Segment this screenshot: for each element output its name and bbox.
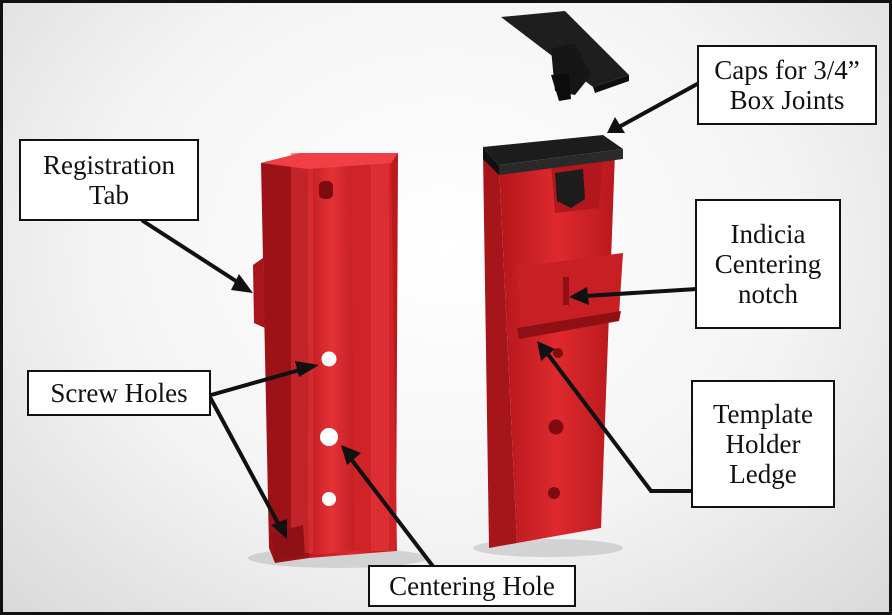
left-top-slot (319, 181, 333, 199)
right-hole-1 (553, 348, 563, 358)
indicia-notch (563, 277, 569, 305)
template-ledge-label-line3: Ledge (729, 459, 797, 489)
arrow-heads (231, 117, 625, 539)
floating-cap (501, 11, 629, 101)
left-jig-part (253, 153, 398, 563)
arrowhead-caps (607, 117, 625, 133)
registration-tab-label-line2: Tab (88, 180, 130, 210)
callout-template-ledge: Template Holder Ledge (691, 380, 835, 508)
callout-centering-hole: Centering Hole (368, 565, 576, 607)
installed-cap-clip (555, 169, 585, 208)
left-part-top-edge (261, 153, 398, 169)
arrow-centering-hole (349, 457, 437, 571)
arrowhead-screw-hole-lower (271, 519, 287, 539)
right-part-side (483, 153, 517, 548)
right-jig-part (483, 135, 623, 548)
callout-registration-tab: Registration Tab (19, 139, 199, 221)
left-bottom-notch (271, 525, 305, 561)
left-part-rail-highlight-right (371, 153, 389, 551)
callout-caps: Caps for 3/4” Box Joints (697, 45, 877, 125)
centering-hole-label: Centering Hole (389, 571, 555, 601)
template-ledge-label-line2: Holder (725, 429, 801, 459)
installed-cap-side (483, 147, 499, 175)
arrowhead-centering-hole (341, 445, 361, 465)
screw-hole-upper (321, 351, 337, 367)
screw-hole-lower (322, 492, 336, 506)
left-part-right-rail (351, 155, 397, 551)
floating-cap-clip-tab (551, 73, 571, 101)
indicia-label-line2: Centering (714, 249, 822, 279)
indicia-label-line1: Indicia (730, 219, 806, 249)
left-part-rail-highlight (291, 153, 313, 553)
template-ledge-shadow (517, 311, 621, 339)
right-part-front (499, 153, 615, 543)
template-ledge-label-line1: Template (712, 399, 814, 429)
centering-hole (320, 428, 338, 446)
arrowhead-registration-tab (231, 274, 253, 293)
caps-label-line1: Caps for 3/4” (714, 55, 860, 85)
callout-screw-holes: Screw Holes (27, 370, 211, 416)
installed-cap-front (499, 149, 623, 175)
right-hole-3 (548, 487, 560, 499)
registration-tab-label-line1: Registration (43, 150, 175, 180)
product-render (141, 11, 701, 571)
registration-tab-shape (253, 258, 265, 328)
template-ledge-block (517, 253, 623, 333)
leader-arrows (141, 81, 701, 571)
arrow-screw-hole-lower (209, 397, 281, 527)
screw-holes-label: Screw Holes (50, 378, 188, 408)
callout-indicia: Indicia Centering notch (695, 199, 841, 329)
arrow-screw-hole-upper (209, 367, 305, 397)
indicia-label-line3: notch (738, 279, 798, 309)
floating-cap-edge (593, 75, 629, 93)
arrow-indicia (583, 287, 699, 298)
arrowhead-screw-hole-upper (295, 361, 319, 377)
arrowhead-template-ledge (537, 341, 555, 361)
right-hole-2 (548, 419, 564, 435)
caps-label-line2: Box Joints (729, 85, 845, 115)
installed-cap-top (483, 135, 623, 165)
arrow-registration-tab (141, 219, 241, 285)
arrow-template-ledge (545, 351, 695, 493)
arrow-caps (617, 81, 701, 129)
arrowhead-indicia (569, 287, 589, 305)
